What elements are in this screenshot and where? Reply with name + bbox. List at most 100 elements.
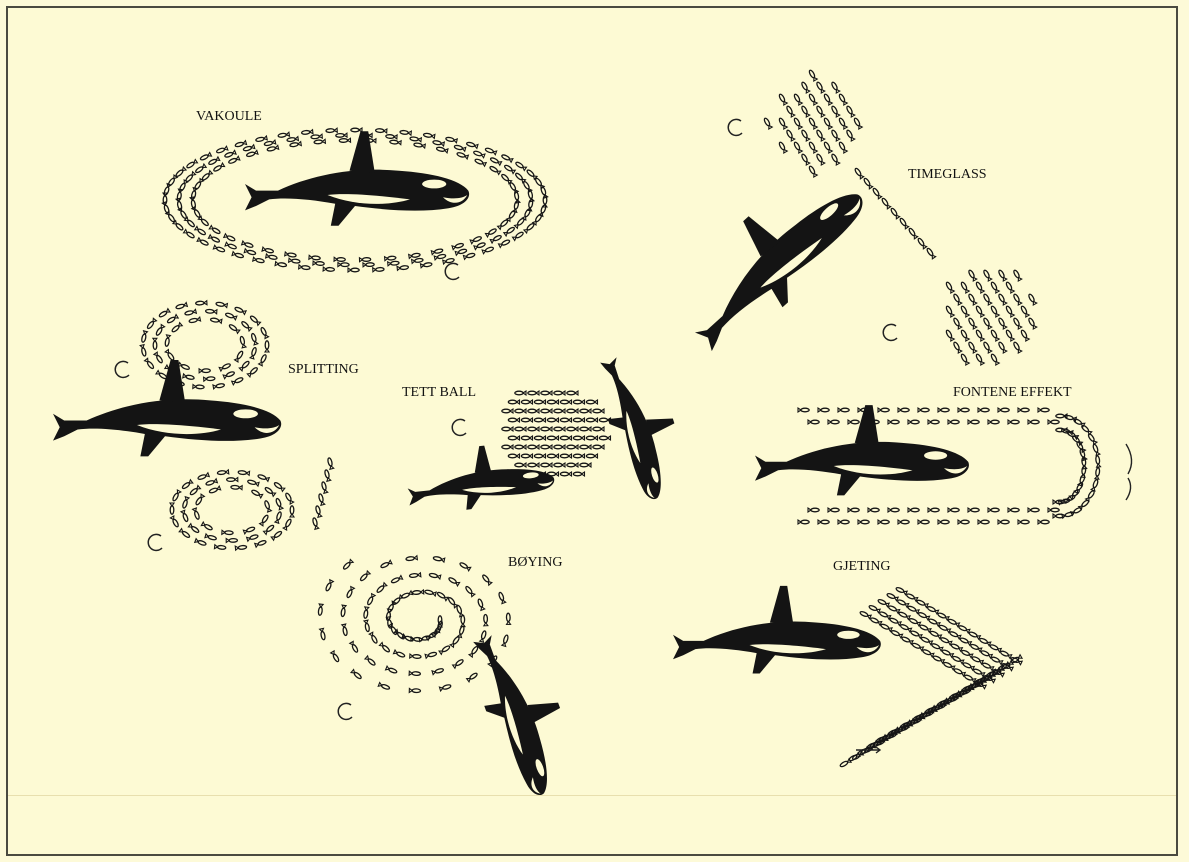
fish-icon [165,335,171,347]
fish-icon [188,524,199,534]
fish-icon [778,93,787,105]
fish-icon [312,517,319,529]
fish-icon [406,556,418,561]
fish-icon [265,341,269,352]
fish-icon [988,508,999,512]
fish-icon [1071,507,1083,516]
fish-icon [167,175,177,186]
fish-icon [182,497,189,509]
fish-icon [234,306,246,314]
fish-icon [1013,269,1022,281]
fish-icon [260,514,270,526]
fish-icon [580,445,591,449]
fish-icon [948,508,959,512]
fish-icon [244,249,256,256]
fish-icon [380,560,392,569]
fish-icon [933,655,945,663]
fish-icon [1005,281,1014,293]
fish-icon [554,427,565,431]
gjeting-orca-icon [673,586,881,674]
fish-icon [264,500,272,512]
fish-icon [890,207,900,218]
fish-icon [260,327,269,339]
fish-icon [201,171,212,181]
fish-icon [504,226,515,236]
tett-ball-orca-icon-upper [591,347,695,506]
fish-icon [515,161,527,170]
fish-icon [331,651,340,663]
fish-icon [409,253,421,259]
fish-icon [238,470,250,475]
fish-icon [945,329,954,341]
fish-icon [816,105,825,117]
fish-icon [975,281,984,293]
fish-icon [412,590,424,595]
fish-icon [259,354,268,366]
fish-icon [424,589,436,596]
fish-icon [397,265,409,270]
fish-icon [801,129,810,141]
fish-icon [217,470,229,475]
fish-icon [290,142,302,148]
fish-icon [521,436,532,440]
fish-icon [547,436,558,440]
fish-icon [469,646,479,657]
fish-icon [318,604,323,616]
fish-icon [872,187,882,198]
fish-icon [425,651,437,658]
fish-icon [175,167,186,177]
fish-icon [937,612,949,620]
fish-icon [991,656,1003,664]
fish-icon [433,556,445,562]
fish-icon [170,503,174,514]
fish-icon [983,341,992,353]
fish-icon [325,580,334,592]
fish-icon [949,631,961,639]
fish-icon [521,400,532,404]
fish-icon [224,234,236,242]
fish-icon [271,530,282,540]
fish-icon [242,241,254,248]
fish-icon [983,293,992,305]
fish-icon [515,409,526,413]
fish-icon [838,117,847,129]
fish-icon [1028,293,1037,305]
fish-icon [223,371,235,379]
fish-icon [365,656,376,666]
fish-icon [846,129,855,141]
fish-icon [346,587,355,599]
fish-icon [878,408,889,412]
boying-orca-icon [462,622,585,803]
fish-icon [205,479,217,486]
fish-icon [1048,420,1059,424]
fish-icon [798,520,809,524]
fish-icon [273,481,284,491]
fish-icon [916,599,928,607]
fish-icon [499,239,511,248]
fish-icon [930,630,942,638]
fish-icon [155,325,164,337]
fish-icon [436,591,448,600]
fish-icon [205,534,217,541]
fish-icon [793,141,802,153]
fish-icon [1008,420,1019,424]
fish-icon [515,463,526,467]
fish-icon [938,520,949,524]
fish-icon [501,173,512,183]
fish-icon [968,317,977,329]
fish-icon [928,618,940,626]
fish-icon [409,688,420,692]
fish-icon [412,258,424,264]
fish-icon [898,408,909,412]
fish-icon [560,418,571,422]
fish-icon [199,369,210,373]
fish-icon [447,597,457,608]
fish-icon [170,516,179,528]
fish-icon [808,93,817,105]
fish-icon [881,197,891,208]
fish-icon [926,247,936,258]
fish-icon [299,265,311,270]
fish-icon [1095,456,1100,468]
label-timeglass: TIMEGLASS [908,167,987,182]
fish-icon [1000,650,1012,658]
